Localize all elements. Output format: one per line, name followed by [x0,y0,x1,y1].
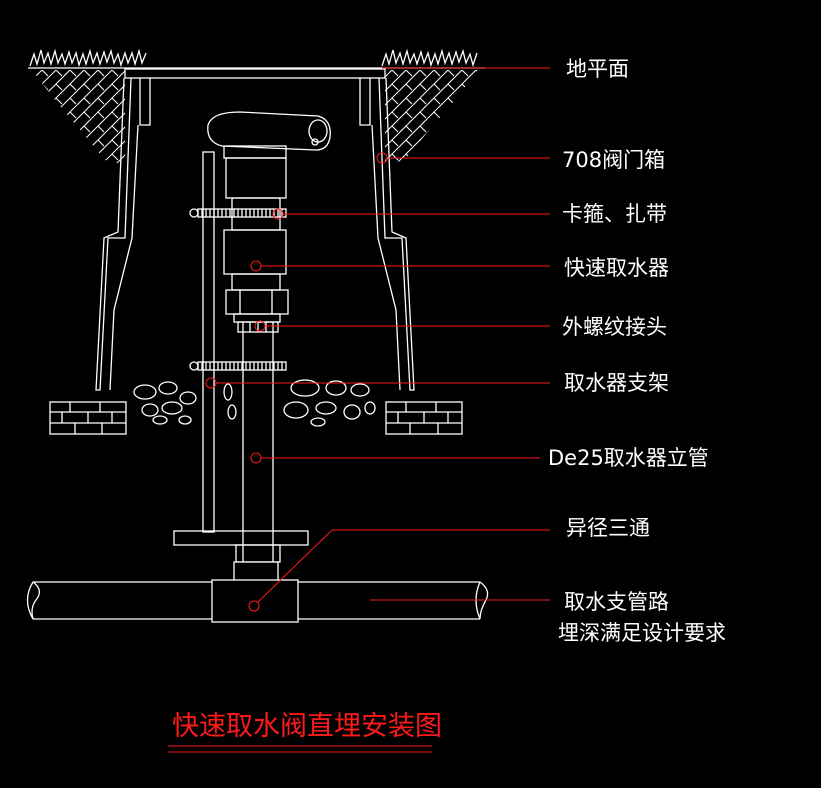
brick-footing-left [49,401,127,435]
label-quick-coupler: 快速取水器 [564,256,669,280]
reducing-tee [211,561,299,623]
riser-pipe [173,332,309,563]
label-coupler-support: 取水器支架 [564,371,669,395]
label-branch-line: 取水支管路 [564,590,669,614]
leader-lines [205,67,550,612]
clamp-lower [189,361,287,371]
valve-box [95,68,415,391]
callout-labels: 地平面 708阀门箱 卡箍、扎带 快速取水器 外螺纹接头 取水器支架 De25取… [548,57,726,645]
label-valve-box: 708阀门箱 [562,148,665,172]
label-burial-depth: 埋深满足设计要求 [558,621,726,645]
quick-coupler [207,111,331,333]
title-text: 快速取水阀直埋安装图 [172,711,442,742]
support-stake [202,151,215,533]
clamp-upper [189,208,287,218]
label-male-adapter: 外螺纹接头 [562,315,667,339]
gravel-bed [133,379,376,427]
label-clamp: 卡箍、扎带 [562,202,667,226]
label-reducing-tee: 异径三通 [566,516,650,540]
brick-footing-right [385,401,463,435]
soil-hatch [32,70,478,165]
drawing-title: 快速取水阀直埋安装图 [168,711,442,753]
label-ground: 地平面 [566,57,629,81]
ground-surface [28,48,485,69]
label-riser: De25取水器立管 [548,446,709,470]
